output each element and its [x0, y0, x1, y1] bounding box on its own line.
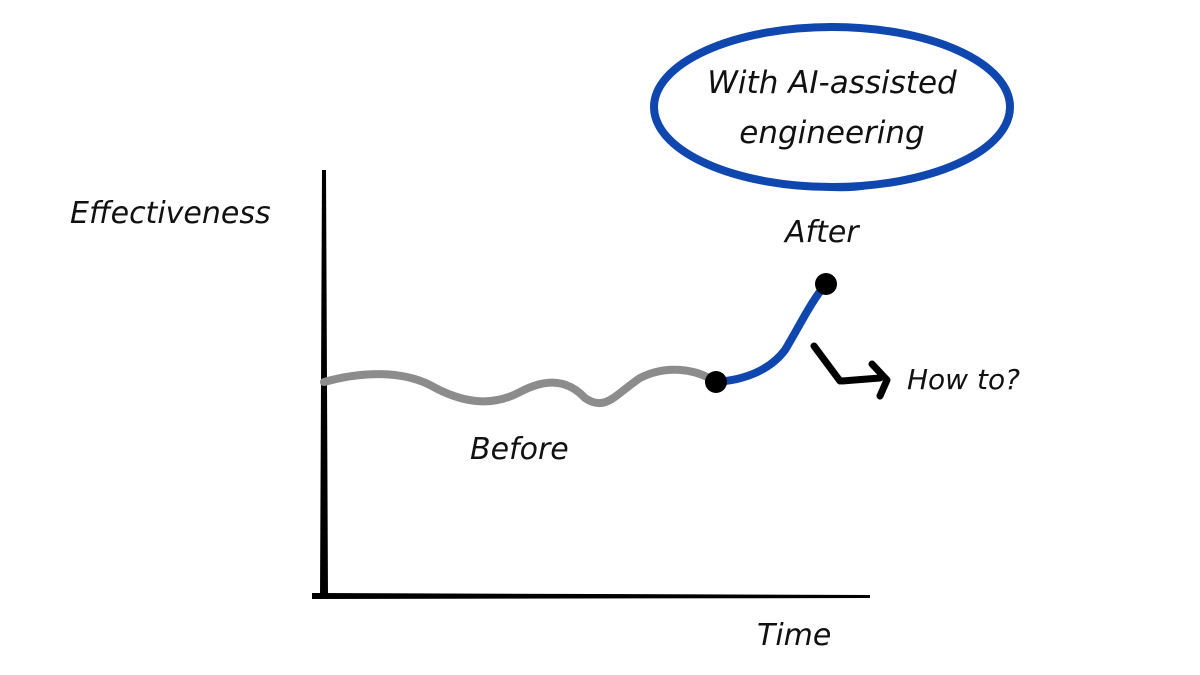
x-axis: [312, 593, 870, 599]
transition-point: [705, 371, 727, 393]
title-bubble: With AI-assisted engineering: [652, 58, 1012, 158]
bubble-tail-stroke: [817, 183, 871, 192]
title-bubble-line1: With AI-assisted: [707, 65, 957, 101]
after-label: After: [785, 215, 859, 250]
title-bubble-line2: engineering: [739, 115, 925, 151]
before-line: [320, 365, 720, 408]
x-axis-label: Time: [757, 618, 832, 653]
how-to-label: How to?: [907, 363, 1020, 396]
after-endpoint: [815, 273, 837, 295]
before-label: Before: [470, 432, 569, 467]
after-line: [712, 280, 830, 386]
how-to-arrow-icon: [810, 342, 891, 400]
y-axis-label: Effectiveness: [70, 196, 271, 231]
